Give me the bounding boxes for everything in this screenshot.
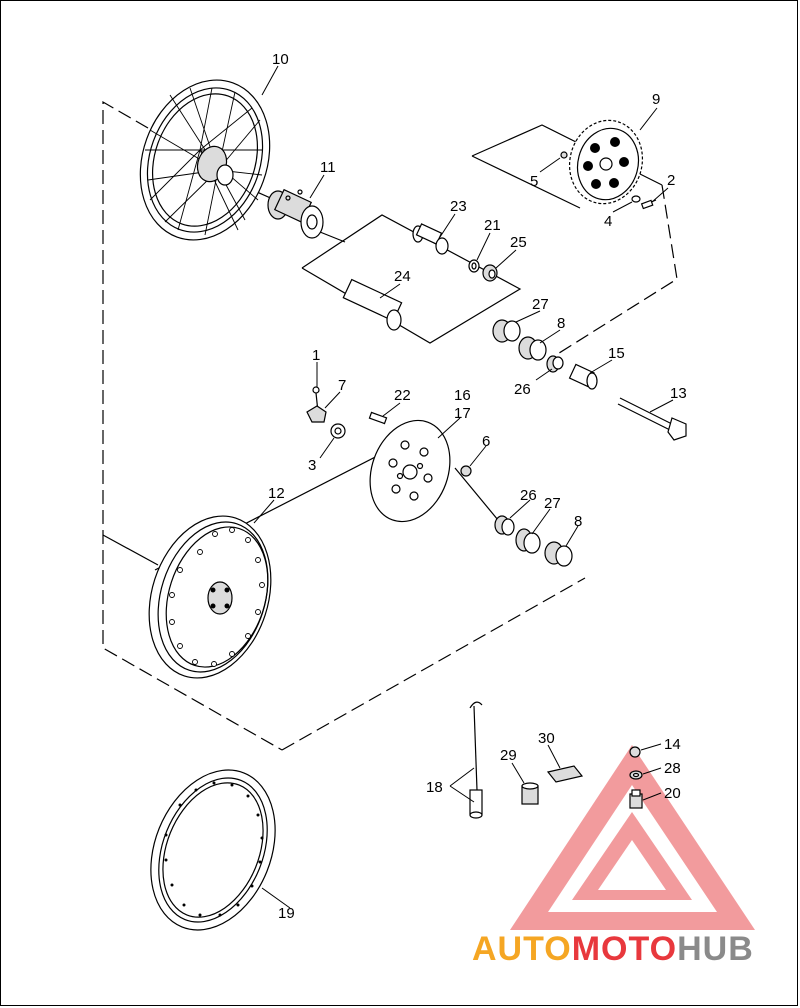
bottom-hardware <box>469 701 643 819</box>
callout-23: 23 <box>450 198 467 215</box>
callout-8b: 8 <box>574 513 582 530</box>
disc-wheel-12 <box>148 515 272 679</box>
callout-7: 7 <box>338 377 346 394</box>
callout-15: 15 <box>608 345 625 362</box>
callout-28: 28 <box>664 760 681 777</box>
brake-disc-16-17 <box>369 419 451 523</box>
callout-16: 16 <box>454 387 471 404</box>
svg-text:AUTOMOTOHUB: AUTOMOTOHUB <box>472 930 754 968</box>
spoked-wheel-10 <box>139 79 271 241</box>
callout-10: 10 <box>272 51 289 68</box>
assembly-lines <box>102 100 678 751</box>
callout-12: 12 <box>268 485 285 502</box>
callout-30: 30 <box>538 730 555 747</box>
lower-bearings <box>494 515 573 567</box>
callout-1: 1 <box>312 347 320 364</box>
callout-26b: 26 <box>520 487 537 504</box>
rim-19 <box>150 769 276 931</box>
callout-19: 19 <box>278 905 295 922</box>
pulley-9 <box>568 119 644 205</box>
callout-25: 25 <box>510 234 527 251</box>
callout-labels: 10 11 9 5 2 4 23 21 25 24 27 8 26 15 13 … <box>268 51 687 922</box>
callout-24: 24 <box>394 268 411 285</box>
watermark-logo-icon <box>510 745 755 930</box>
callout-26a: 26 <box>514 381 531 398</box>
brand-auto: AUTO <box>472 930 572 968</box>
callout-14: 14 <box>664 736 681 753</box>
brand-moto: MOTO <box>572 930 677 968</box>
callout-20: 20 <box>664 785 681 802</box>
spacer-parts <box>342 223 687 441</box>
small-hardware-top <box>560 151 657 210</box>
callout-27a: 27 <box>532 296 549 313</box>
callout-18: 18 <box>426 779 443 796</box>
callout-22: 22 <box>394 387 411 404</box>
callout-5: 5 <box>530 173 538 190</box>
callout-11: 11 <box>320 159 336 176</box>
callout-6: 6 <box>482 433 490 450</box>
callout-4: 4 <box>604 213 612 230</box>
callout-21: 21 <box>484 217 501 234</box>
callout-17: 17 <box>454 405 471 422</box>
watermark-brand-text: AUTOMOTOHUB <box>472 930 754 968</box>
callout-9: 9 <box>652 91 660 108</box>
callout-13: 13 <box>670 385 687 402</box>
brand-hub: HUB <box>677 930 754 968</box>
bolts-mid <box>306 386 472 477</box>
leader-lines <box>253 65 674 909</box>
callout-2: 2 <box>667 172 675 189</box>
callout-27b: 27 <box>544 495 561 512</box>
callout-3: 3 <box>308 457 316 474</box>
hub-11 <box>267 188 324 239</box>
callout-8a: 8 <box>557 315 565 332</box>
callout-29: 29 <box>500 747 517 764</box>
